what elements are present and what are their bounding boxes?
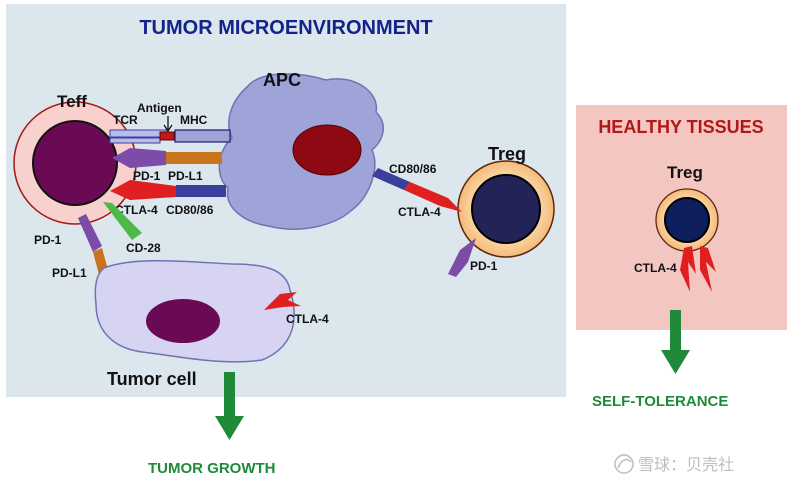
- tumor-growth-arrowhead: [215, 416, 244, 440]
- tumor-microenvironment-title: TUMOR MICROENVIRONMENT: [139, 17, 432, 39]
- watermark-logo-icon: [614, 454, 634, 474]
- mhc-molecule: [174, 129, 231, 143]
- pd1-label-treg: PD-1: [470, 259, 498, 273]
- ctla4-healthy-treg-2: [700, 246, 716, 292]
- pdl1-label-apc: PD-L1: [168, 169, 203, 183]
- ctla4-label-healthy: CTLA-4: [634, 261, 677, 275]
- pd1-receptor-teff-tumor: [78, 214, 102, 252]
- tcr-label: TCR: [113, 113, 138, 127]
- watermark: 雪球：贝壳社: [614, 454, 734, 474]
- antigen-peptide: [159, 131, 175, 141]
- treg-nucleus-tumor: [471, 174, 541, 244]
- ctla4-healthy-treg-1: [680, 246, 696, 292]
- pdl1-ligand-apc: [166, 152, 222, 164]
- watermark-logo-mark: [617, 458, 632, 469]
- pd1-receptor-teff-apc: [112, 148, 166, 168]
- tumor-nucleus: [146, 299, 220, 343]
- treg-label-tumor: Treg: [488, 144, 526, 164]
- teff-label: Teff: [57, 92, 87, 111]
- cd80-86-ligand-apc-treg: [372, 168, 410, 190]
- ctla4-tumor: [264, 292, 301, 310]
- ctla4-label-treg: CTLA-4: [398, 205, 441, 219]
- watermark-text: 雪球：贝壳社: [638, 455, 734, 474]
- ctla4-label-tumor: CTLA-4: [286, 312, 329, 326]
- cd80-86-label-apc-teff: CD80/86: [166, 203, 214, 217]
- cd80-86-label-apc-treg: CD80/86: [389, 162, 437, 176]
- ctla4-receptor-treg: [404, 182, 462, 212]
- antigen-pointer-head: [163, 124, 173, 133]
- pdl1-label-tumor: PD-L1: [52, 266, 87, 280]
- teff-nucleus: [32, 120, 118, 206]
- tumor-growth-arrow-shaft: [224, 372, 235, 418]
- apc-nucleus: [292, 124, 362, 176]
- self-tolerance-arrowhead: [661, 350, 690, 374]
- apc-label: APC: [263, 70, 301, 90]
- self-tolerance-label: SELF-TOLERANCE: [592, 393, 728, 410]
- mhc-label: MHC: [180, 113, 208, 127]
- tumor-cell-label: Tumor cell: [107, 369, 197, 389]
- cd80-86-ligand-apc-teff: [176, 185, 226, 197]
- treg-nucleus-healthy: [664, 197, 710, 243]
- healthy-tissues-title: HEALTHY TISSUES: [598, 117, 763, 137]
- cd28-receptor: [103, 202, 142, 240]
- antigen-label: Antigen: [137, 101, 182, 115]
- pd1-label-teff-tumor: PD-1: [34, 233, 62, 247]
- tcr-receptor-lower: [109, 137, 161, 144]
- ctla4-label-teff: CTLA-4: [115, 203, 158, 217]
- tumor-growth-label: TUMOR GROWTH: [148, 460, 275, 477]
- cd28-label: CD-28: [126, 241, 161, 255]
- pd1-label-teff-apc: PD-1: [133, 169, 161, 183]
- tcr-receptor: [109, 129, 167, 138]
- pd1-receptor-treg: [448, 238, 476, 277]
- treg-label-healthy: Treg: [667, 163, 703, 182]
- ctla4-receptor-teff: [110, 180, 176, 200]
- self-tolerance-arrow-shaft: [670, 310, 681, 352]
